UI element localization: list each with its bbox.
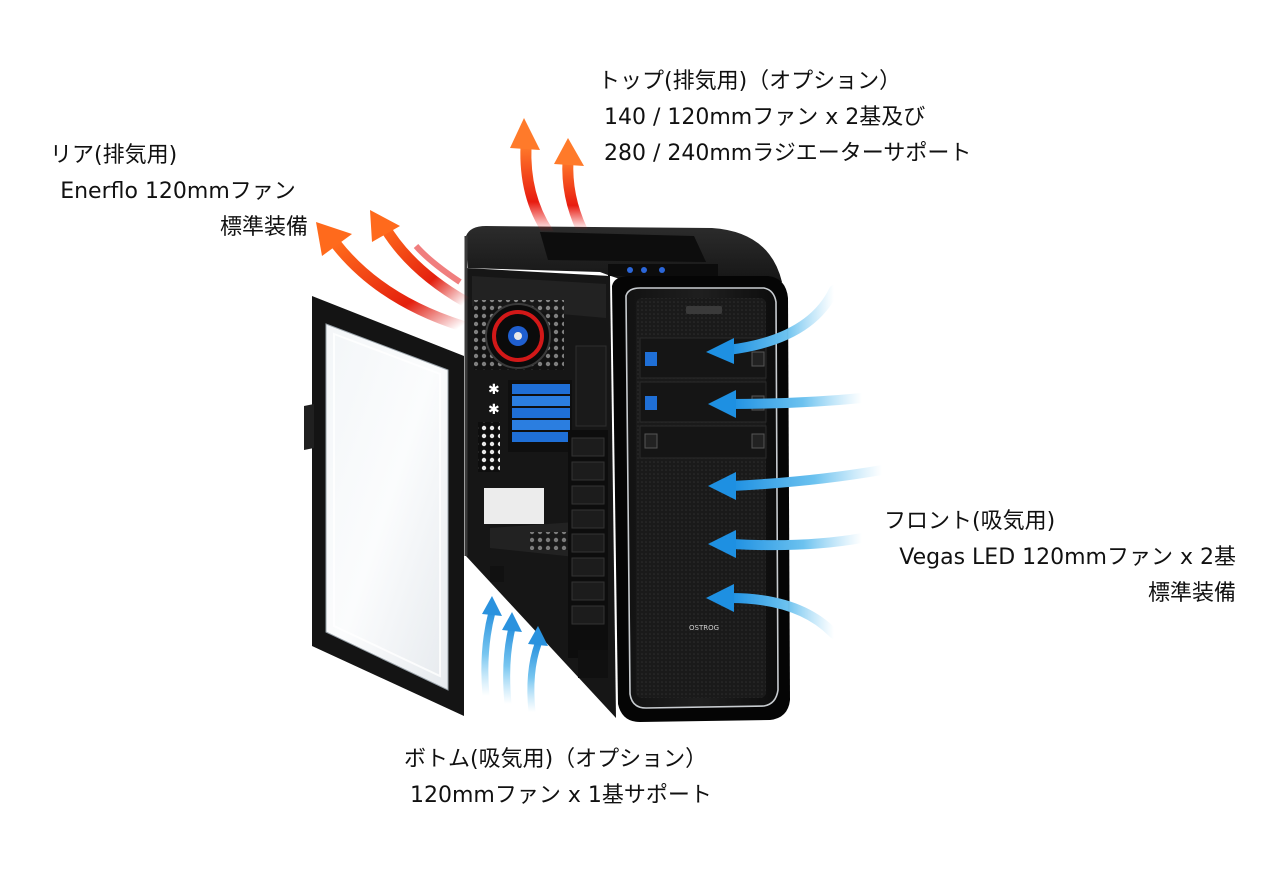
front-intake-title: フロント(吸気用) [884, 509, 1056, 534]
svg-text:✱: ✱ [488, 382, 500, 398]
rear-fan-icon [474, 300, 564, 370]
front-drive-bay-covers [639, 337, 767, 459]
front-intake-fans: Vegas LED 120mmファン x 2基 [899, 545, 1236, 570]
rear-exhaust-title: リア(排気用) [50, 143, 178, 168]
case-logo: OSTROG [689, 624, 719, 632]
front-intake-standard: 標準装備 [1147, 581, 1236, 606]
bottom-intake-fan: 120mmファン x 1基サポート [410, 783, 712, 808]
top-exhaust-fans: 140 / 120mmファン x 2基及び [604, 105, 926, 130]
top-exhaust-label: トップ(排気用)（オプション） 140 / 120mmファン x 2基及び 28… [598, 64, 971, 172]
bottom-intake-title: ボトム(吸気用)（オプション） [404, 747, 708, 772]
top-exhaust-title: トップ(排気用)（オプション） [598, 69, 902, 94]
top-exhaust-radiator: 280 / 240mmラジエーターサポート [604, 141, 972, 166]
rear-exhaust-fan: Enerflo 120mmファン [60, 179, 296, 204]
expansion-slot-covers [512, 384, 570, 442]
front-intake-label: フロント(吸気用) Vegas LED 120mmファン x 2基 標準装備 [880, 504, 1236, 612]
bottom-intake-arrows [481, 596, 548, 716]
side-window-panel [304, 296, 464, 716]
rear-exhaust-arrows [316, 210, 472, 332]
top-exhaust-arrows [510, 118, 588, 238]
bottom-intake-label: ボトム(吸気用)（オプション） 120mmファン x 1基サポート [404, 742, 712, 814]
drive-bays [568, 430, 608, 658]
pc-case-body: ✱ ✱ [464, 226, 790, 722]
front-intake-arrows [706, 285, 887, 639]
svg-text:✱: ✱ [488, 402, 500, 418]
rear-exhaust-standard: 標準装備 [219, 215, 308, 240]
rear-exhaust-label: リア(排気用) Enerflo 120mmファン 標準装備 [48, 138, 308, 246]
